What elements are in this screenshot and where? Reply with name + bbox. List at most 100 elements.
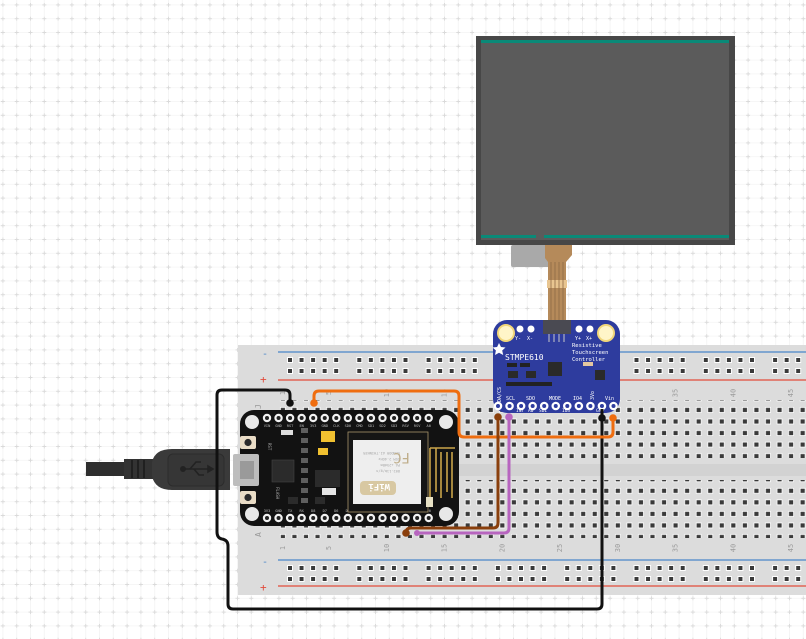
pin-label: 3V3	[264, 509, 271, 513]
stmpe610-board[interactable]: Y- X- Y+ X+ STMPE610 Resistive Touchscre…	[492, 320, 620, 414]
rail-hole-center	[403, 566, 408, 570]
header-pin-hole	[311, 416, 316, 420]
rail-hole-center	[680, 369, 685, 373]
rail-hole-center	[646, 358, 651, 362]
pin-label: RSV	[414, 424, 421, 428]
smd-led	[281, 430, 293, 435]
header-pin-hole	[288, 416, 293, 420]
rail-hole-center	[357, 577, 362, 581]
rail-hole-center	[726, 369, 731, 373]
rail-hole-center	[773, 358, 778, 362]
nodemcu-mount-hole-tr	[439, 415, 453, 429]
header-pin-hole	[276, 416, 281, 420]
bottom-minus-label: -	[262, 557, 268, 568]
header-pin-hole	[403, 416, 408, 420]
rail-hole-center	[657, 369, 662, 373]
rail-hole-center	[669, 369, 674, 373]
usb-icon	[180, 461, 215, 476]
rail-hole-center	[634, 369, 639, 373]
stmpe610-subtitle-2: Touchscreen	[572, 350, 608, 356]
smd-resistor-1	[507, 363, 517, 367]
pcb-antenna	[429, 447, 455, 498]
rail-hole-center	[322, 369, 327, 373]
stmpe-header-pin-hole	[588, 404, 593, 408]
rail-hole-center	[472, 358, 477, 362]
column-number: 15	[441, 389, 449, 397]
rail-hole-center	[738, 358, 743, 362]
stmpe-header-pin-hole	[576, 404, 581, 408]
rail-hole-center	[611, 566, 616, 570]
scl-wire[interactable]	[417, 417, 511, 535]
3v3-to-vin-wire[interactable]	[312, 389, 615, 439]
smd-resistor-2	[520, 363, 530, 367]
rail-hole-center	[380, 369, 385, 373]
usb-cable-strain-relief	[124, 459, 155, 479]
column-number: 35	[672, 544, 680, 552]
rail-hole-center	[299, 566, 304, 570]
rail-hole-center	[530, 577, 535, 581]
pin-label-int: INT	[516, 408, 524, 414]
touchscreen[interactable]	[476, 36, 735, 322]
3v3-wire-end-2	[609, 414, 617, 422]
header-pin-hole	[265, 516, 269, 520]
top-minus-label: -	[262, 349, 268, 360]
header-pin-hole	[357, 416, 362, 420]
stmpe-header-pin-hole	[496, 404, 500, 408]
rail-hole-center	[634, 566, 639, 570]
rail-hole-center	[368, 566, 373, 570]
rail-hole-center	[403, 369, 408, 373]
pin-label: GND	[322, 424, 329, 428]
pin-label: GND	[275, 509, 282, 513]
pin-label-sdi: SDI	[539, 408, 547, 414]
column-number: 5	[325, 546, 333, 550]
rail-hole-center	[542, 566, 547, 570]
pin-label-a0: A0	[528, 408, 534, 414]
rail-hole-center	[576, 566, 581, 570]
column-number: 1	[279, 391, 287, 395]
rail-hole-center	[357, 369, 362, 373]
rail-hole-center	[391, 369, 396, 373]
gnd-wire[interactable]	[215, 388, 604, 611]
rail-hole-center	[299, 358, 304, 362]
header-pin-hole	[415, 516, 420, 520]
nodemcu-mount-hole-tl	[245, 415, 259, 429]
rail-hole-center	[784, 577, 789, 581]
pad-x-minus	[527, 325, 535, 333]
rail-hole-center	[461, 369, 466, 373]
label-x-plus: X+	[586, 336, 592, 342]
pin-label: 3V3	[310, 424, 317, 428]
gnd-wire-end-1	[286, 399, 294, 407]
touchscreen-top-strip	[481, 40, 729, 43]
pin-label-3vo: 3Vo	[590, 391, 596, 400]
pin-label: A0	[427, 424, 431, 428]
label-x-minus: X-	[527, 336, 533, 342]
pin-label-sdo: SDO	[526, 396, 535, 402]
rail-hole-center	[311, 566, 316, 570]
smd-cap-yellow	[321, 431, 335, 442]
rail-hole-center	[715, 369, 720, 373]
stmpe-header-pin-hole	[565, 404, 570, 408]
rail-hole-center	[461, 566, 466, 570]
voltage-regulator-tab	[322, 488, 336, 495]
micro-usb-port-inner	[240, 461, 254, 479]
header-pin-hole	[380, 516, 385, 520]
gnd-wire-end-2	[598, 414, 606, 422]
rail-hole-center	[715, 577, 720, 581]
connector-pins	[548, 334, 565, 342]
rail-hole-center	[646, 577, 651, 581]
column-number: 10	[383, 544, 391, 552]
fcc-logo: FC	[393, 449, 410, 465]
pin-label: VIN	[264, 424, 271, 428]
rail-hole-center	[715, 566, 720, 570]
column-number: 10	[383, 389, 391, 397]
rail-hole-center	[565, 577, 570, 581]
rail-hole-center	[507, 566, 512, 570]
strain-relief-ribs	[131, 460, 145, 478]
pin-label-mode: MODE	[549, 396, 561, 402]
column-number: 45	[787, 389, 795, 397]
rail-hole-center	[311, 369, 316, 373]
rail-hole-center	[472, 369, 477, 373]
usb-cable[interactable]	[86, 449, 230, 490]
rail-hole-center	[796, 577, 801, 581]
